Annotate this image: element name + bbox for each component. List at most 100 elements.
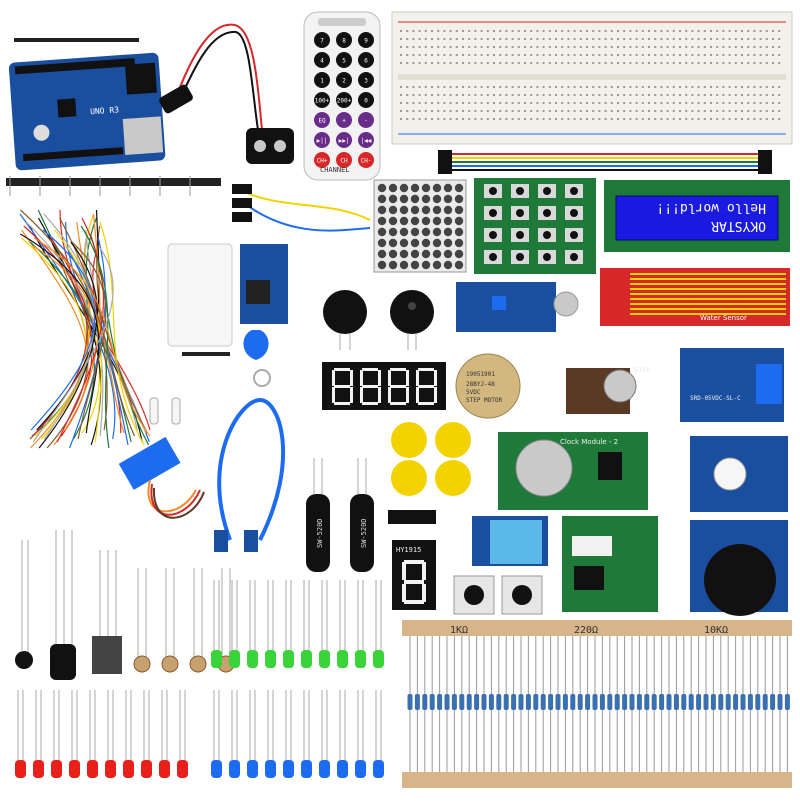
jumper-wire-bundle <box>19 209 151 449</box>
dht11-sensor <box>472 516 548 566</box>
remote-button <box>314 52 330 68</box>
resistor <box>429 694 435 710</box>
remote-button-label: + <box>342 118 346 125</box>
resistor <box>451 694 457 710</box>
led-green <box>301 650 312 668</box>
resistor <box>644 694 650 710</box>
resistor-value-1k: 1KΩ <box>450 625 468 636</box>
remote-button-label: 8 <box>342 38 346 45</box>
remote-button <box>358 112 374 128</box>
remote-button-label: 100+ <box>315 98 330 105</box>
pot-value: B10K <box>634 366 652 374</box>
resistor <box>496 694 502 710</box>
resistor <box>688 694 694 710</box>
remote-button <box>314 72 330 88</box>
resistor <box>703 694 709 710</box>
resistor <box>540 694 546 710</box>
resistor <box>466 694 472 710</box>
rfid-card <box>167 243 233 347</box>
buzzers <box>323 290 434 350</box>
resistor <box>503 694 509 710</box>
joystick-module <box>690 520 788 616</box>
stepper-voltage: 5VDC <box>466 389 481 396</box>
remote-button-label: 4 <box>320 58 324 65</box>
resistor <box>585 694 591 710</box>
remote-button <box>358 132 374 148</box>
stepper-label: STEP MOTOR <box>466 397 503 404</box>
remote-button <box>336 112 352 128</box>
resistor <box>659 694 665 710</box>
arduino-board: UNO R3 <box>8 52 166 171</box>
resistor <box>548 694 554 710</box>
led-green <box>373 650 384 668</box>
dupont-wires <box>232 184 371 232</box>
remote-button-label: 3 <box>364 78 368 85</box>
seven-seg-label: HY1915 <box>396 546 421 554</box>
lcd-module: OKYSTAR Hello world!!! <box>604 180 790 252</box>
led-red <box>177 760 188 778</box>
four-digit-display <box>322 362 446 410</box>
resistor <box>599 694 605 710</box>
rtc-label: Clock Module - 2 <box>560 438 618 446</box>
ir-receiver-parts <box>15 530 122 680</box>
resistor <box>629 694 635 710</box>
button-caps <box>391 422 471 496</box>
rgb-led-module <box>690 436 788 512</box>
led-red <box>159 760 170 778</box>
remote-button-label: 1 <box>320 78 324 85</box>
potentiometer: B10K <box>566 366 652 414</box>
remote-button-label: CH <box>340 158 348 165</box>
resistor <box>777 694 783 710</box>
remote-label: CHANNEL <box>320 166 350 174</box>
resistor <box>592 694 598 710</box>
resistor <box>437 694 443 710</box>
remote-button-label: 9 <box>364 38 368 45</box>
keypad-module <box>474 178 596 274</box>
single-seven-segment: HY1915 <box>388 510 436 610</box>
relay-part: SRD-05VDC-SL-C <box>690 395 741 402</box>
tilt-label-right: SW-520D <box>360 518 368 548</box>
resistor <box>518 694 524 710</box>
resistor <box>710 694 716 710</box>
led-green <box>229 650 240 668</box>
resistor <box>533 694 539 710</box>
led-red <box>15 760 26 778</box>
led-blue <box>355 760 366 778</box>
led-red <box>87 760 98 778</box>
resistor <box>718 694 724 710</box>
remote-button <box>358 52 374 68</box>
resistor <box>459 694 465 710</box>
resistor-tape-bottom <box>402 772 792 788</box>
usb-cable <box>214 397 286 552</box>
remote-button <box>314 32 330 48</box>
lcd-line-1: OKYSTAR <box>711 218 766 233</box>
remote-button-label: 5 <box>342 58 346 65</box>
resistor <box>474 694 480 710</box>
remote-button-label: 200+ <box>337 98 352 105</box>
led-blue <box>247 760 258 778</box>
breadboard <box>391 11 793 145</box>
resistor-value-10k: 10KΩ <box>704 625 728 636</box>
resistor <box>481 694 487 710</box>
remote-button <box>314 112 330 128</box>
photoresistors <box>133 568 235 673</box>
resistor <box>784 694 790 710</box>
resistor <box>607 694 613 710</box>
stepper-motor: 19051901 28BYJ-48 5VDC STEP MOTOR <box>455 353 521 419</box>
resistor <box>755 694 761 710</box>
remote-button <box>358 152 374 168</box>
resistor <box>636 694 642 710</box>
led-green <box>211 650 222 668</box>
remote-button <box>336 92 352 108</box>
led-green <box>265 650 276 668</box>
resistor <box>414 694 420 710</box>
rtc-module: Clock Module - 2 <box>498 432 648 510</box>
led-red <box>51 760 62 778</box>
remote-button <box>358 92 374 108</box>
board-label: UNO R3 <box>90 105 120 116</box>
battery-clip <box>159 23 294 164</box>
remote-button <box>336 52 352 68</box>
